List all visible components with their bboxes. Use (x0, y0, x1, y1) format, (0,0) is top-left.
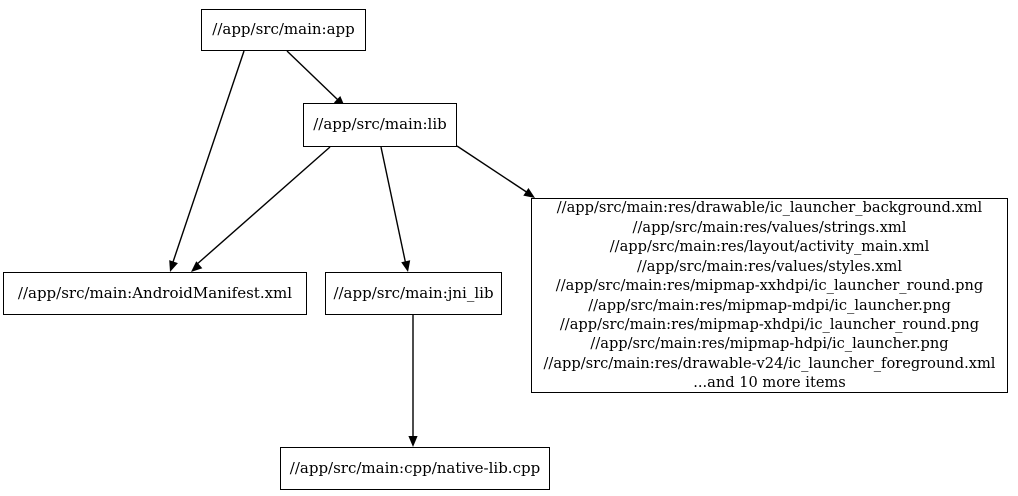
graph-node-label: //app/src/main:app (212, 20, 355, 39)
graph-node-native-lib-cpp[interactable]: //app/src/main:cpp/native-lib.cpp (280, 447, 550, 490)
graph-node-label-line: //app/src/main:res/values/styles.xml (636, 257, 903, 275)
graph-node-app[interactable]: //app/src/main:app (201, 9, 366, 51)
graph-node-label: //app/src/main:AndroidManifest.xml (17, 283, 293, 302)
graph-node-label: //app/src/main:jni_lib (333, 283, 494, 302)
graph-node-label-line: //app/src/main:res/mipmap-mdpi/ic_launch… (588, 296, 951, 314)
graph-node-label-line: //app/src/main:res/drawable/ic_launcher_… (556, 199, 983, 217)
graph-edge (456, 145, 529, 194)
graph-edge-arrowhead (169, 260, 178, 272)
graph-node-label-line: ...and 10 more items (693, 374, 846, 392)
graph-node-android-manifest[interactable]: //app/src/main:AndroidManifest.xml (3, 272, 307, 315)
graph-node-jni-lib[interactable]: //app/src/main:jni_lib (325, 272, 502, 315)
graph-node-label-line: //app/src/main:res/layout/activity_main.… (609, 238, 930, 256)
graph-node-label-line: //app/src/main:res/drawable-v24/ic_launc… (543, 354, 996, 372)
graph-edge-arrowhead (401, 260, 411, 272)
graph-edge (380, 146, 407, 266)
graph-node-resources[interactable]: //app/src/main:res/drawable/ic_launcher_… (531, 198, 1008, 393)
graph-edge-arrowhead (408, 436, 418, 447)
graph-node-label-line: //app/src/main:res/values/strings.xml (632, 218, 907, 236)
graph-edge (286, 50, 339, 101)
graph-node-lib[interactable]: //app/src/main:lib (303, 103, 457, 147)
graph-edge (195, 146, 331, 266)
graph-edge-arrowhead (191, 261, 203, 272)
graph-node-label-line: //app/src/main:res/mipmap-xxhdpi/ic_laun… (555, 277, 984, 295)
graph-edge-arrowhead (523, 188, 535, 198)
graph-edge (171, 50, 245, 266)
graph-node-label-line: //app/src/main:res/mipmap-xhdpi/ic_launc… (559, 315, 980, 333)
graph-node-label: //app/src/main:lib (313, 115, 447, 134)
graph-node-label-lines: //app/src/main:res/drawable/ic_launcher_… (532, 198, 1007, 392)
graph-node-label: //app/src/main:cpp/native-lib.cpp (289, 458, 541, 477)
graph-node-label-line: //app/src/main:res/mipmap-hdpi/ic_launch… (590, 335, 949, 353)
